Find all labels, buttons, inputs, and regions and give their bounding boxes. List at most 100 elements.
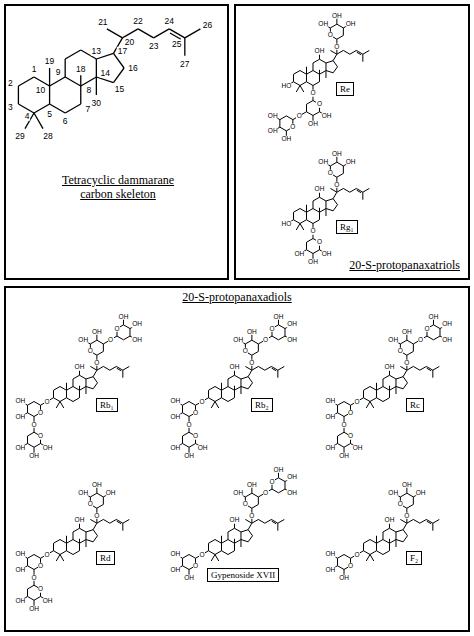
bond-line [306,220,312,224]
bond-line [293,116,299,120]
bond-line [357,551,363,555]
bond-line [96,355,97,363]
bond-line [313,71,319,75]
bond-line [96,77,97,95]
bond-line [252,340,258,344]
bond-line [313,101,319,105]
bond-line [427,368,432,371]
bond-line [300,209,306,213]
bond-line [440,336,447,340]
bond-line [336,185,337,193]
bond-line [333,205,337,211]
bond-line [234,367,235,375]
hydroxyl-label: OH [246,482,257,489]
hydroxyl-label: OH [233,490,244,497]
bond-line [296,224,300,230]
bond-line [356,50,362,54]
bond-line [81,50,97,59]
ring-oxygen: O [87,348,93,355]
hydroxyl-label: OH [233,337,244,344]
bond-line [202,551,208,555]
bond-line [343,166,344,174]
bond-line [189,570,190,578]
bond-line [313,239,319,243]
bond-line [376,383,377,391]
bond-line [122,523,123,531]
bond-line [103,493,110,497]
ring-oxygen: O [269,325,275,332]
panel: Tetracyclic dammarane carbon skeleton [4,4,229,280]
bond-line [370,387,376,391]
bond-line [228,387,234,391]
bond-line [56,555,60,561]
bond-line [34,570,35,578]
bond-line [407,493,413,497]
bond-line [20,401,27,405]
glycosidic-oxygen: O [31,422,37,429]
bond-line [286,131,287,139]
hydroxyl-label: OH [170,398,181,405]
bond-line [54,398,60,402]
bond-line [294,82,300,86]
hydroxyl-label: OH [170,444,181,451]
bond-line [258,366,264,370]
hydroxyl-label: OH [132,321,143,328]
bond-line [83,493,90,497]
bond-line [433,317,434,325]
bond-line [330,554,337,558]
hydroxyl-label: OH [42,444,53,451]
bond-line [306,209,312,213]
bond-line [241,530,248,532]
bond-line [195,405,196,413]
bond-line [427,325,433,329]
carbon-number: 8 [86,86,92,95]
bond-line [90,344,91,352]
bond-line [123,519,129,523]
bond-line [306,242,307,250]
bond-line [280,116,286,120]
bond-line [234,387,240,391]
bond-line [228,528,234,532]
bond-line [27,589,28,597]
bond-line [406,355,407,363]
bond-line [364,387,370,391]
compound-name: Rb₂ [255,400,269,410]
hydroxyl-label: OH [325,414,336,421]
bond-line [28,444,34,448]
bond-line [273,116,280,120]
bond-line [338,402,344,406]
bond-line [306,82,312,86]
carbon-number: 23 [148,42,158,51]
bond-line [278,325,284,329]
bond-line [86,540,93,542]
bond-line [284,482,285,490]
panel: 20-S-protopanaxadiolsRb₁Rb₂RcRdGypenosid… [4,286,470,632]
glycosidic-oxygen: O [249,359,255,366]
bond-line [366,402,370,408]
bond-line [400,493,406,497]
bond-line [389,386,390,391]
bond-line [117,521,122,524]
compound-box: Gypenoside XVII [207,568,279,582]
bond-line [25,113,34,129]
bond-line [300,71,306,75]
bond-line [248,383,252,389]
bond-line [252,519,258,523]
glycosidic-oxygen: O [31,575,37,582]
bond-line [196,402,202,406]
bond-line [272,489,278,493]
bond-line [240,379,241,387]
bond-line [96,516,97,524]
bond-line [90,519,96,523]
bond-line [86,377,93,379]
bond-line [54,540,60,544]
bond-line [330,401,337,405]
bond-line [407,504,413,508]
bond-line [326,71,333,73]
bond-line [211,555,215,561]
hydroxyl-label: OH [384,517,395,524]
bond-line [312,93,313,101]
carbon-number: 22 [133,17,143,26]
bond-line [34,417,35,425]
ring-oxygen: O [316,239,322,246]
